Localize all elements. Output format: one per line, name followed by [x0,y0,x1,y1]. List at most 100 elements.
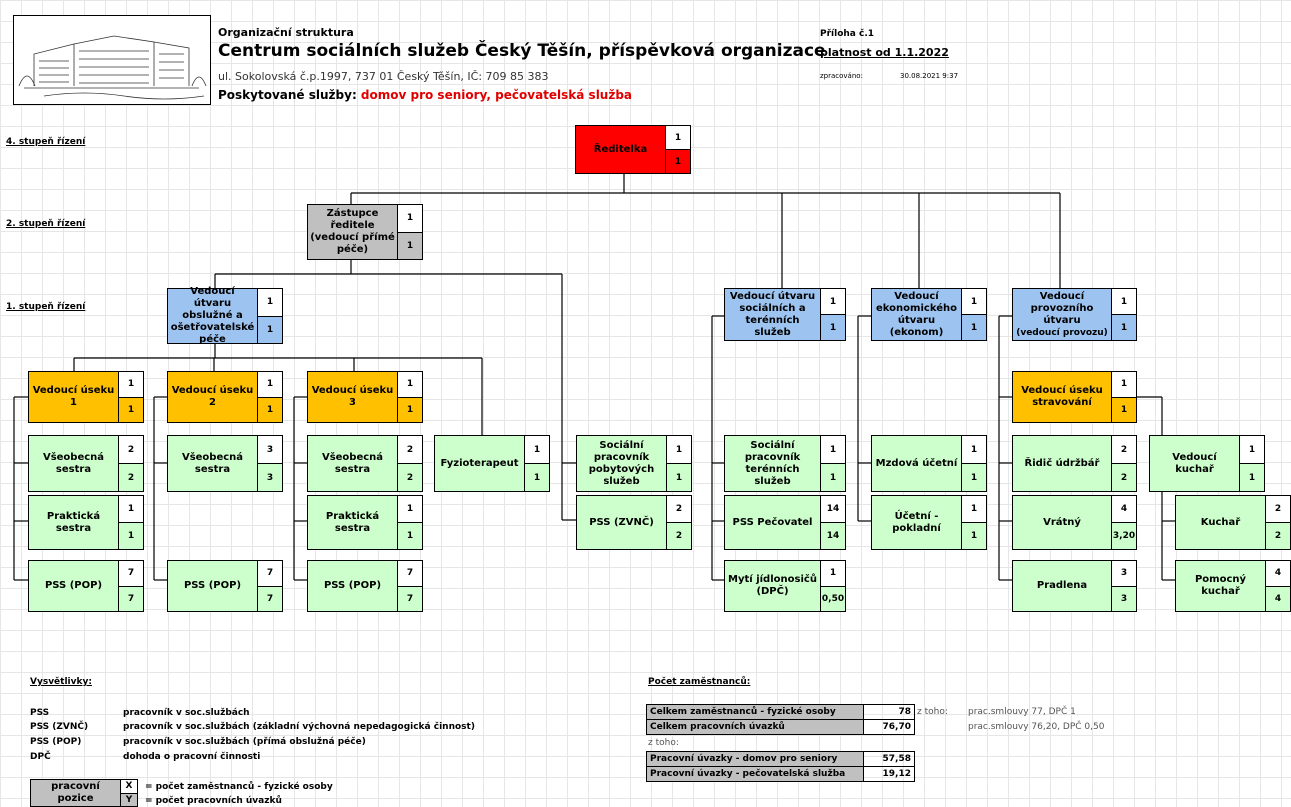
persons-count: 1 [962,496,986,522]
fte-count: 1 [398,396,422,422]
fte-count: 7 [258,585,282,611]
home-fte-value: 57,58 [863,751,915,767]
fte-count: 3,20 [1112,522,1136,549]
persons-count: 4 [1112,496,1136,522]
services-label: Poskytované služby: [218,88,361,102]
persons-count: 4 [1266,561,1290,586]
address: ul. Sokolovská č.p.1997, 737 01 Český Tě… [218,70,549,83]
fte-count: 2 [667,522,691,549]
fte-count: 1 [258,396,282,422]
total-fte-value: 76,70 [863,719,915,735]
stats-table-services: Pracovní úvazky - domov pro seniory 57,5… [646,751,915,782]
fte-count: 1 [821,314,845,340]
doc-subtitle: Organizační struktura [218,26,354,39]
box-label: Vedoucí kuchař [1172,451,1217,475]
box-label: Vedoucí úseku 1 [32,385,115,408]
legend-x: X [121,780,137,793]
fte-count: 1 [821,463,845,491]
legend-desc: pracovník v soc.službách (základní výcho… [123,722,475,732]
box-label: Vedoucí úseku 3 [311,385,394,408]
fte-count: 1 [1112,314,1136,340]
box-label: Vedoucí útvaru sociálních a terénních sl… [729,290,816,338]
persons-count: 3 [258,436,282,463]
fte-count: 1 [119,522,143,549]
processed-date: 30.08.2021 9:37 [900,72,959,80]
annex: Příloha č.1 [820,29,875,39]
persons-count: 2 [398,436,422,463]
persons-count: 1 [962,436,986,463]
box-label: Všeobecná sestra [321,451,384,475]
box-label: Fyzioterapeut [440,457,519,469]
fte-count: 0,50 [821,585,845,611]
box-label: Všeobecná sestra [181,451,244,475]
persons-count: 1 [525,436,549,463]
persons-count: 2 [667,496,691,522]
care-fte-value: 19,12 [863,766,915,782]
box-label: PSS Pečovatel [732,516,813,528]
care-unit-box: Vedoucí útvaru obslužné a ošetřovatelské… [167,286,283,345]
persons-count: 1 [1112,372,1136,397]
home-fte-label: Pracovní úvazky - domov pro seniory [646,751,864,767]
fte-count: 1 [258,315,282,343]
persons-count: 1 [666,126,690,149]
stats-table-totals: Celkem zaměstnanců - fyzické osoby 78 Ce… [646,704,915,735]
legend-abbr: DPČ [30,752,51,762]
box-label: Ředitelka [593,143,648,155]
legend-desc: pracovník v soc.službách [123,708,250,718]
legend-abbr: PSS (POP) [30,737,82,747]
persons-count: 2 [1112,436,1136,463]
persons-count: 2 [119,436,143,463]
fte-count: 1 [962,463,986,491]
persons-count: 1 [398,496,422,522]
of-which-label: z toho: [917,707,948,717]
fte-count: 7 [398,585,422,611]
care-fte-label: Pracovní úvazky - pečovatelská služba [646,766,864,782]
legend-x-desc: = počet zaměstnanců - fyzické osoby [145,782,333,792]
persons-count: 14 [821,496,845,522]
fte-count: 2 [398,463,422,491]
total-persons-value: 78 [863,704,915,720]
box-label: Vedoucí ekonomického útvaru (ekonom) [876,290,957,338]
persons-count: 1 [962,289,986,314]
persons-count: 7 [398,561,422,586]
fte-count: 4 [1266,585,1290,611]
services: Poskytované služby: domov pro seniory, p… [218,88,632,102]
box-label: Sociální pracovník pobytových služeb [588,439,655,487]
processed-label: zpracováno: [820,72,863,80]
fte-count: 1 [1240,463,1264,491]
total-persons-label: Celkem zaměstnanců - fyzické osoby [646,704,864,720]
building-logo [13,15,211,105]
persons-count: 1 [258,289,282,316]
services-value: domov pro seniory, pečovatelská služba [360,88,633,102]
fte-note: prac.smlouvy 76,20, DPČ 0,50 [968,722,1105,732]
persons-count: 1 [1240,436,1264,463]
fte-count: 1 [398,231,422,259]
social-unit-box: Vedoucí útvaru sociálních a terénních sl… [724,288,846,341]
box-label: Pradlena [1036,580,1088,591]
box-label: Praktická sestra [46,510,101,534]
box-label: PSS (ZVNČ) [589,516,654,528]
persons-count: 1 [119,372,143,397]
legend-abbr: PSS (ZVNČ) [30,722,89,732]
box-label-group: Vedoucí provozního útvaru (vedoucí provo… [1013,289,1111,340]
persons-count: 1 [667,436,691,463]
